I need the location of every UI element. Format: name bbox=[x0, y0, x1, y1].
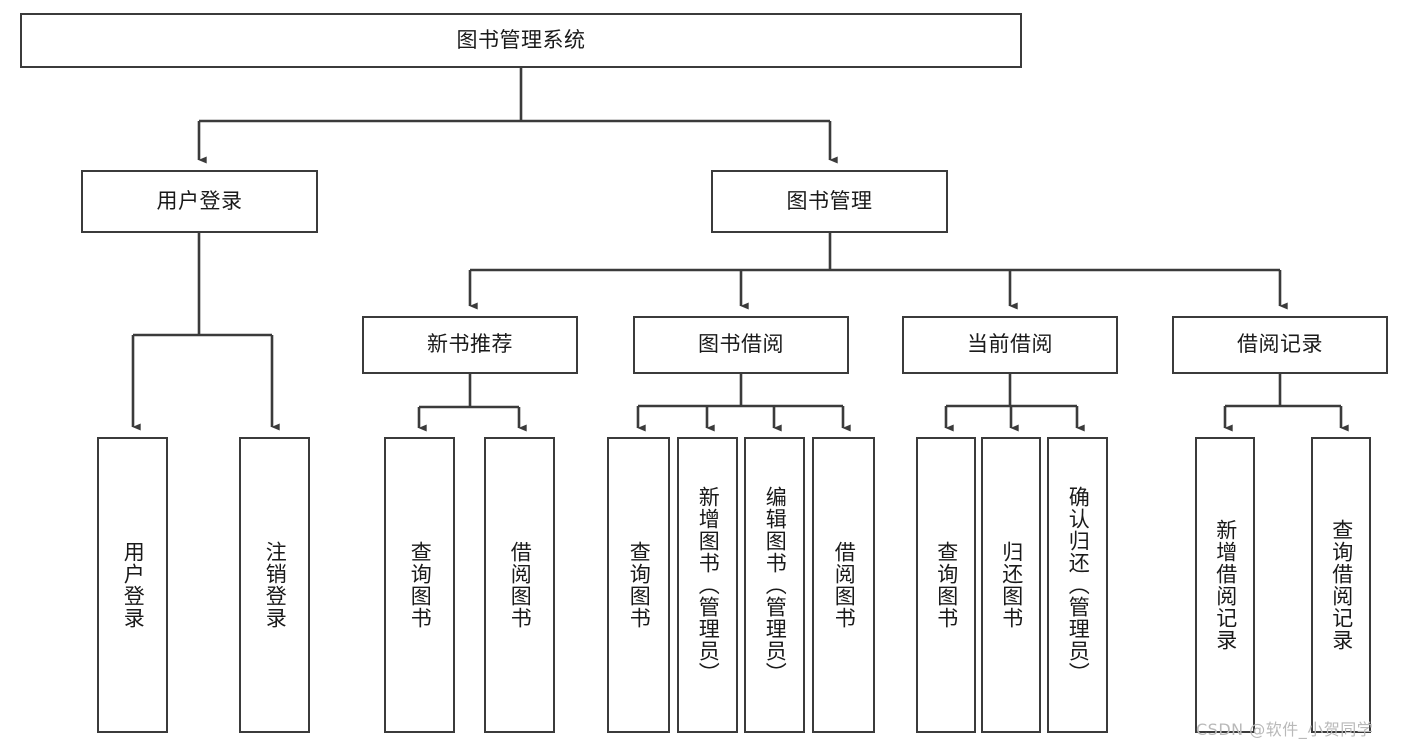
node-leaf-confirm-return[interactable]: 确认归还（管理员） bbox=[1047, 437, 1108, 733]
node-new-book-rec[interactable]: 新书推荐 bbox=[362, 316, 578, 374]
node-leaf-borrow-book-label: 借阅图书 bbox=[832, 541, 857, 629]
node-leaf-logout[interactable]: 注销登录 bbox=[239, 437, 310, 733]
csdn-watermark: CSDN @软件_小贺同学 bbox=[1196, 720, 1374, 739]
node-leaf-return-book[interactable]: 归还图书 bbox=[981, 437, 1041, 733]
node-leaf-add-borrow-record-label: 新增借阅记录 bbox=[1213, 519, 1238, 651]
node-leaf-query-book-rec[interactable]: 查询图书 bbox=[384, 437, 455, 733]
node-leaf-add-book-label: 新增图书（管理员） bbox=[696, 486, 721, 684]
node-leaf-edit-book[interactable]: 编辑图书（管理员） bbox=[744, 437, 805, 733]
node-leaf-add-borrow-record[interactable]: 新增借阅记录 bbox=[1195, 437, 1255, 733]
node-book-admin-label: 图书管理 bbox=[786, 188, 873, 213]
node-user-login-label: 用户登录 bbox=[156, 188, 243, 213]
node-leaf-user-login[interactable]: 用户登录 bbox=[97, 437, 168, 733]
node-borrow-record[interactable]: 借阅记录 bbox=[1172, 316, 1388, 374]
node-leaf-borrow-book-rec-label: 借阅图书 bbox=[508, 541, 533, 629]
node-leaf-logout-label: 注销登录 bbox=[263, 541, 288, 629]
node-leaf-add-book[interactable]: 新增图书（管理员） bbox=[677, 437, 738, 733]
node-leaf-query-book-current[interactable]: 查询图书 bbox=[916, 437, 976, 733]
node-book-admin[interactable]: 图书管理 bbox=[711, 170, 948, 233]
node-leaf-user-login-label: 用户登录 bbox=[121, 541, 146, 629]
node-book-borrow[interactable]: 图书借阅 bbox=[633, 316, 849, 374]
node-root[interactable]: 图书管理系统 bbox=[20, 13, 1022, 68]
node-leaf-confirm-return-label: 确认归还（管理员） bbox=[1066, 486, 1091, 684]
node-root-label: 图书管理系统 bbox=[456, 27, 586, 52]
node-new-book-rec-label: 新书推荐 bbox=[427, 332, 513, 357]
node-book-borrow-label: 图书借阅 bbox=[698, 332, 784, 357]
node-leaf-query-book-borrow[interactable]: 查询图书 bbox=[607, 437, 670, 733]
node-leaf-edit-book-label: 编辑图书（管理员） bbox=[763, 486, 788, 684]
node-leaf-query-book-current-label: 查询图书 bbox=[934, 541, 959, 629]
node-leaf-query-borrow-record[interactable]: 查询借阅记录 bbox=[1311, 437, 1371, 733]
node-leaf-query-borrow-record-label: 查询借阅记录 bbox=[1329, 519, 1354, 651]
node-borrow-record-label: 借阅记录 bbox=[1237, 332, 1323, 357]
node-leaf-query-book-borrow-label: 查询图书 bbox=[627, 541, 652, 629]
node-leaf-return-book-label: 归还图书 bbox=[999, 541, 1024, 629]
node-current-borrow-label: 当前借阅 bbox=[967, 332, 1053, 357]
node-leaf-query-book-rec-label: 查询图书 bbox=[408, 541, 433, 629]
node-current-borrow[interactable]: 当前借阅 bbox=[902, 316, 1118, 374]
node-leaf-borrow-book[interactable]: 借阅图书 bbox=[812, 437, 875, 733]
node-user-login[interactable]: 用户登录 bbox=[81, 170, 318, 233]
node-leaf-borrow-book-rec[interactable]: 借阅图书 bbox=[484, 437, 555, 733]
